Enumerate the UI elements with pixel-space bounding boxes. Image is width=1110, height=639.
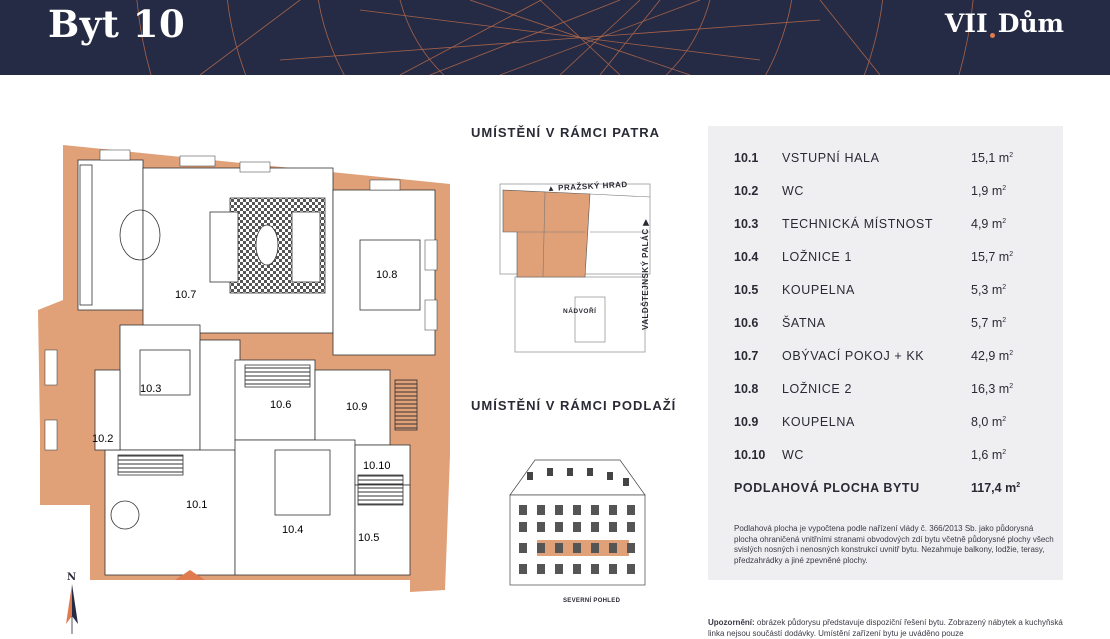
total-area: 117,4 m2	[971, 481, 1021, 495]
warning-label: Upozornění:	[708, 618, 755, 627]
floor-plan: 10.1 10.2 10.3 10.4 10.5 10.6 10.7 10.8 …	[38, 145, 450, 592]
total-row: PODLAHOVÁ PLOCHA BYTU 117,4 m2	[734, 474, 1054, 507]
room-10-4	[234, 439, 356, 576]
coffee-table	[255, 224, 279, 266]
logo-main: VII	[944, 9, 988, 38]
stairs-2	[357, 474, 404, 506]
decorative-lines	[136, 0, 974, 75]
entrance-arrow-icon	[175, 570, 205, 580]
room-label-10-2: 10.2	[92, 433, 113, 445]
compass: N	[60, 572, 84, 634]
room-label-10-4: 10.4	[282, 524, 303, 536]
room-area: 1,9 m2	[971, 184, 1007, 198]
room-number: 10.10	[734, 448, 766, 462]
armchair	[110, 500, 140, 530]
room-10-9	[314, 369, 391, 446]
room-row: 10.5 KOUPELNA 5,3 m2	[734, 276, 1054, 309]
room-row: 10.6 ŠATNA 5,7 m2	[734, 309, 1054, 342]
room-10-2	[94, 369, 121, 451]
room-name: WC	[782, 448, 805, 462]
warning-text: obrázek půdorysu představuje dispoziční …	[708, 618, 1063, 638]
room-number: 10.5	[734, 283, 759, 297]
room-name: ŠATNA	[782, 316, 826, 330]
room-number: 10.1	[734, 151, 759, 165]
brand-logo: VII Dům	[945, 9, 1064, 38]
room-name: OBÝVACÍ POKOJ + KK	[782, 349, 925, 363]
level-placement-title: UMÍSTĚNÍ V RÁMCI PODLAŽÍ	[471, 398, 677, 413]
room-row: 10.2 WC 1,9 m2	[734, 177, 1054, 210]
room-area: 42,9 m2	[971, 349, 1014, 363]
room-row: 10.9 KOUPELNA 8,0 m2	[734, 408, 1054, 441]
room-area: 15,7 m2	[971, 250, 1014, 264]
facade-caption: SEVERNÍ POHLED	[563, 598, 621, 604]
palace-label: VALDŠTEJNSKÝ PALÁC ▶	[640, 219, 650, 330]
sofa-left	[209, 211, 239, 283]
room-name: LOŽNICE 2	[782, 382, 852, 396]
room-area: 4,9 m2	[971, 217, 1007, 231]
room-label-10-9: 10.9	[346, 401, 367, 413]
room-number: 10.4	[734, 250, 759, 264]
room-area: 8,0 m2	[971, 415, 1007, 429]
stairs	[394, 379, 418, 431]
header-banner: Byt 10 VII Dům	[0, 0, 1110, 75]
room-area: 5,7 m2	[971, 316, 1007, 330]
floor-location-map	[499, 183, 651, 353]
room-label-10-1: 10.1	[186, 499, 207, 511]
warning-note: Upozornění: obrázek půdorysu představuje…	[708, 618, 1068, 639]
kitchen-area	[77, 159, 144, 311]
room-number: 10.7	[734, 349, 759, 363]
room-label-10-6: 10.6	[270, 399, 291, 411]
room-number: 10.8	[734, 382, 759, 396]
room-label-10-5: 10.5	[358, 532, 379, 544]
room-row: 10.3 TECHNICKÁ MÍSTNOST 4,9 m2	[734, 210, 1054, 243]
room-name: VSTUPNÍ HALA	[782, 151, 880, 165]
room-area: 16,3 m2	[971, 382, 1014, 396]
courtyard-label: NÁDVOŘÍ	[563, 308, 597, 315]
logo-tail: Dům	[997, 9, 1064, 38]
bed-10-4	[274, 449, 331, 516]
room-number: 10.3	[734, 217, 759, 231]
room-label-10-7: 10.7	[175, 289, 196, 301]
bed-10-8	[359, 239, 421, 311]
room-row: 10.7 OBÝVACÍ POKOJ + KK 42,9 m2	[734, 342, 1054, 375]
north-arrow-icon	[66, 584, 78, 634]
room-area: 1,6 m2	[971, 448, 1007, 462]
room-number: 10.2	[734, 184, 759, 198]
room-name: LOŽNICE 1	[782, 250, 852, 264]
kitchen-counter	[79, 164, 93, 306]
room-area: 15,1 m2	[971, 151, 1014, 165]
room-row: 10.4 LOŽNICE 1 15,7 m2	[734, 243, 1054, 276]
tech-unit	[139, 349, 191, 396]
room-number: 10.9	[734, 415, 759, 429]
room-label-10-10: 10.10	[363, 460, 391, 472]
room-name: KOUPELNA	[782, 283, 855, 297]
sofa-right	[291, 211, 321, 283]
floor-placement-title: UMÍSTĚNÍ V RÁMCI PATRA	[471, 125, 661, 140]
shoe-rack	[117, 454, 184, 476]
compass-label: N	[67, 572, 77, 583]
room-row: 10.10 WC 1,6 m2	[734, 441, 1054, 474]
room-name: KOUPELNA	[782, 415, 855, 429]
room-row: 10.1 VSTUPNÍ HALA 15,1 m2	[734, 144, 1054, 177]
area-note: Podlahová plocha je vypočtena podle naří…	[734, 524, 1054, 565]
page-title: Byt 10	[48, 2, 186, 46]
room-number: 10.6	[734, 316, 759, 330]
dining-table	[119, 209, 161, 261]
total-label: PODLAHOVÁ PLOCHA BYTU	[734, 481, 920, 495]
room-label-10-3: 10.3	[140, 383, 161, 395]
room-label-10-8: 10.8	[376, 269, 397, 281]
facade-drawing	[509, 459, 646, 586]
room-10-8	[332, 189, 436, 356]
logo-dot-icon	[989, 33, 995, 38]
room-area: 5,3 m2	[971, 283, 1007, 297]
room-name: TECHNICKÁ MÍSTNOST	[782, 217, 934, 231]
room-row: 10.8 LOŽNICE 2 16,3 m2	[734, 375, 1054, 408]
wardrobe	[244, 364, 311, 388]
room-name: WC	[782, 184, 805, 198]
